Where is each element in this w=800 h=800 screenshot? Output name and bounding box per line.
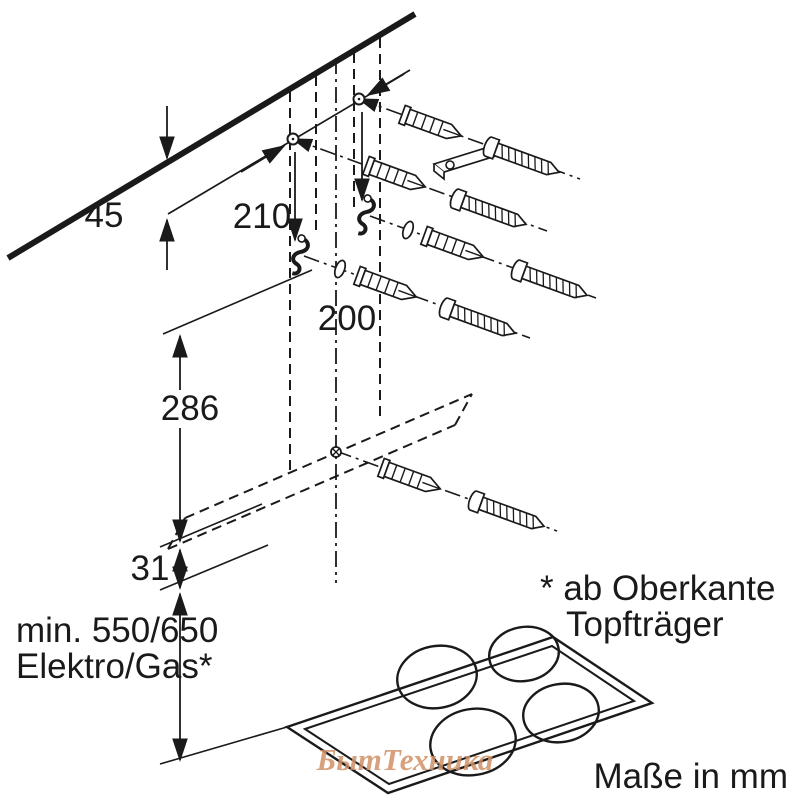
dimension-31-label: 31 [131, 549, 170, 588]
dimension-210-label: 210 [233, 197, 291, 236]
burner-circle [488, 625, 560, 683]
watermark-text: БытТехника [316, 742, 494, 777]
footnote-line1: * ab Oberkante [540, 569, 775, 608]
dimension-45-label: 45 [85, 196, 124, 235]
cooktop-outer-frame [284, 635, 655, 795]
min-clearance-label-line2: Elektro/Gas* [16, 647, 213, 686]
duct-template-lines [289, 38, 381, 470]
min-clearance-label-line1: min. 550/650 [16, 611, 218, 650]
footnote-line2: Topfträger [566, 605, 724, 644]
burner-circle [396, 644, 478, 710]
wall-line [6, 11, 417, 261]
cooktop-drawing [284, 625, 655, 795]
dimension-arrows [159, 69, 411, 762]
burner-circle [429, 707, 517, 777]
hood-canopy-outline [167, 393, 473, 550]
dimension-200-label: 200 [318, 299, 376, 338]
dimension-286-label: 286 [161, 389, 219, 428]
burner-circle [522, 682, 600, 744]
cooktop-inner-frame [302, 644, 637, 786]
mounting-holes [286, 92, 366, 146]
units-label: Maße in mm [594, 757, 788, 796]
